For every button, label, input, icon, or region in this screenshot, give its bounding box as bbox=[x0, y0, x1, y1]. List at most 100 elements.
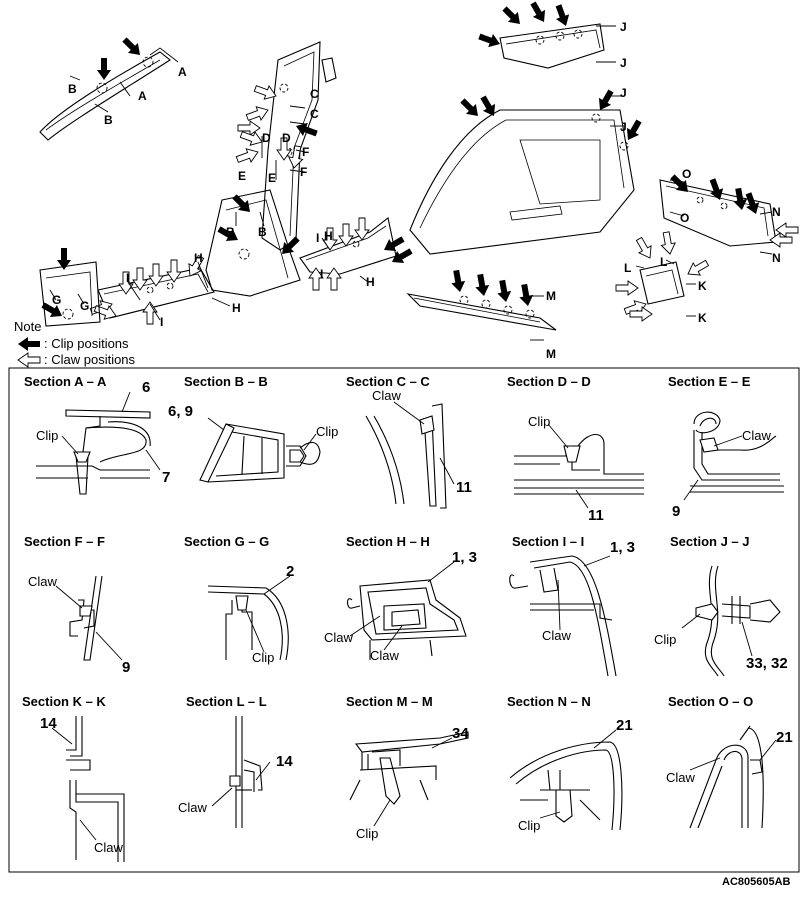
label-d1: D bbox=[262, 131, 271, 145]
legend-claw-label: : Claw positions bbox=[44, 352, 136, 367]
label-m1: M bbox=[546, 289, 556, 303]
section-f-title: Section F – F bbox=[24, 534, 105, 549]
label-i1: I bbox=[126, 271, 129, 285]
label-b3: B bbox=[226, 225, 235, 239]
section-g-title: Section G – G bbox=[184, 534, 269, 549]
front-pillar-trim bbox=[39, 34, 179, 141]
clip-arrow-icon bbox=[18, 337, 40, 351]
section-j-title: Section J – J bbox=[670, 534, 749, 549]
label-a1: A bbox=[178, 65, 187, 79]
section-d-label-clip: Clip bbox=[528, 414, 550, 429]
section-e-drawing bbox=[683, 411, 784, 501]
label-h4: H bbox=[366, 275, 375, 289]
section-k-label-part14: 14 bbox=[40, 715, 57, 732]
section-g-drawing bbox=[207, 575, 291, 661]
section-j-drawing bbox=[681, 565, 781, 677]
section-k-title: Section K – K bbox=[22, 694, 106, 709]
label-o1: O bbox=[682, 167, 691, 181]
section-b-label-part69: 6, 9 bbox=[168, 403, 193, 420]
label-i4: I bbox=[320, 267, 323, 281]
section-j-label-part3332: 33, 32 bbox=[746, 655, 788, 672]
section-n-label-part21: 21 bbox=[616, 717, 633, 734]
label-c2: C bbox=[310, 107, 319, 121]
section-h-label-claw2: Claw bbox=[370, 648, 400, 663]
section-a-label-part7: 7 bbox=[162, 469, 170, 486]
section-n-drawing bbox=[509, 729, 623, 831]
section-m-title: Section M – M bbox=[346, 694, 433, 709]
section-l-label-part14: 14 bbox=[276, 753, 293, 770]
quarter-trim bbox=[409, 87, 646, 255]
rear-end-trim bbox=[659, 171, 799, 255]
section-m-label-part34: 34 bbox=[452, 725, 469, 742]
label-n1: N bbox=[772, 205, 781, 219]
section-c-label-claw: Claw bbox=[372, 388, 402, 403]
section-f-label-part9: 9 bbox=[122, 659, 130, 676]
section-b-label-clip: Clip bbox=[316, 424, 338, 439]
section-o-label-claw: Claw bbox=[666, 770, 696, 785]
label-b2: B bbox=[104, 113, 113, 127]
label-i3: I bbox=[316, 231, 319, 245]
label-d2: D bbox=[282, 131, 291, 145]
label-a2: A bbox=[138, 89, 147, 103]
sections-frame bbox=[8, 367, 800, 873]
section-o-title: Section O – O bbox=[668, 694, 753, 709]
figure-code: AC805605AB bbox=[722, 876, 791, 888]
label-h2: H bbox=[232, 301, 241, 315]
label-l2: L bbox=[660, 255, 667, 269]
label-c1: C bbox=[310, 87, 319, 101]
section-c-label-part11: 11 bbox=[456, 479, 472, 496]
section-k-drawing bbox=[51, 716, 125, 862]
legend: Note : Clip positions : Claw positions bbox=[14, 319, 136, 368]
section-j-label-clip: Clip bbox=[654, 632, 676, 647]
section-a-title: Section A – A bbox=[24, 374, 107, 389]
label-n2: N bbox=[772, 251, 781, 265]
label-i2: I bbox=[160, 315, 163, 329]
label-h3: H bbox=[324, 229, 333, 243]
section-m-label-clip: Clip bbox=[356, 826, 378, 841]
label-j3: J bbox=[620, 86, 627, 100]
rear-scuff-trim bbox=[299, 217, 415, 291]
section-i-label-claw: Claw bbox=[542, 628, 572, 643]
section-l-label-claw: Claw bbox=[178, 800, 208, 815]
section-l-drawing bbox=[211, 716, 271, 828]
cowl-side-trim bbox=[39, 248, 101, 327]
section-n-label-clip: Clip bbox=[518, 818, 540, 833]
section-a-label-clip: Clip bbox=[36, 428, 58, 443]
section-d-title: Section D – D bbox=[507, 374, 591, 389]
section-i-drawing bbox=[509, 555, 617, 677]
section-g-label-clip: Clip bbox=[252, 650, 274, 665]
section-i-label-part13: 1, 3 bbox=[610, 539, 635, 556]
section-c-title: Section C – C bbox=[346, 374, 430, 389]
label-e1: E bbox=[238, 169, 246, 183]
section-m-drawing bbox=[349, 731, 469, 827]
section-c-drawing bbox=[365, 401, 455, 509]
label-e2: E bbox=[268, 171, 276, 185]
label-b1: B bbox=[68, 82, 77, 96]
rear-bracket-trim bbox=[615, 230, 712, 322]
section-o-drawing bbox=[689, 725, 777, 829]
label-j1: J bbox=[620, 20, 627, 34]
label-j4: J bbox=[620, 120, 627, 134]
legend-clip-label: : Clip positions bbox=[44, 336, 129, 351]
section-b-drawing bbox=[199, 417, 321, 483]
section-h-title: Section H – H bbox=[346, 534, 430, 549]
overview-drawing: A A B B C C D D E bbox=[39, 0, 799, 361]
legend-title: Note bbox=[14, 319, 41, 334]
label-g2: G bbox=[80, 299, 89, 313]
section-g-label-part2: 2 bbox=[286, 563, 294, 580]
label-b4: B bbox=[258, 225, 267, 239]
claw-arrow-icon bbox=[17, 352, 41, 368]
section-h-label-claw1: Claw bbox=[324, 630, 354, 645]
label-o2: O bbox=[680, 211, 689, 225]
section-d-label-part11: 11 bbox=[588, 507, 604, 524]
section-e-title: Section E – E bbox=[668, 374, 751, 389]
label-l1: L bbox=[624, 261, 631, 275]
label-j2: J bbox=[620, 56, 627, 70]
section-b-title: Section B – B bbox=[184, 374, 268, 389]
label-g1: G bbox=[52, 293, 61, 307]
label-f1: F bbox=[302, 145, 309, 159]
center-pillar-trim bbox=[234, 41, 337, 251]
label-k2: K bbox=[698, 311, 707, 325]
section-h-label-part13: 1, 3 bbox=[452, 549, 477, 566]
label-k1: K bbox=[698, 279, 707, 293]
